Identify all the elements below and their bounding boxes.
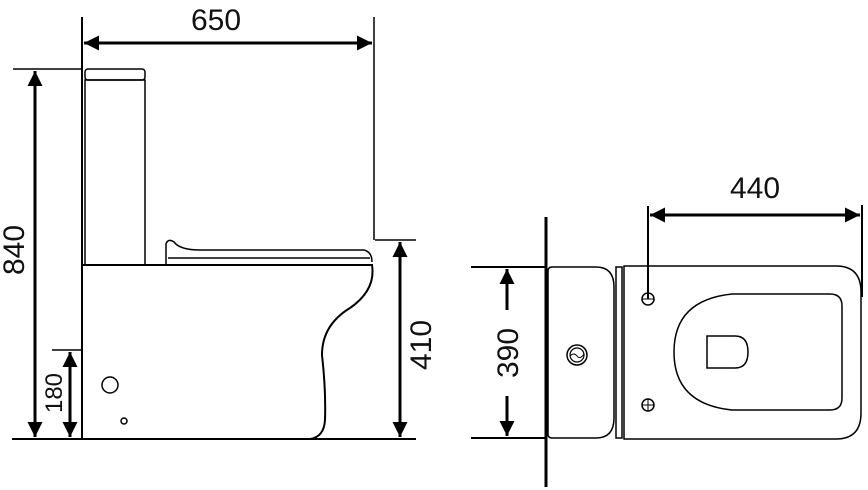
bowl-outlet (706, 335, 749, 369)
tank-lid (84, 68, 146, 81)
dimension-label-410: 410 (405, 320, 438, 370)
seat-hinge-strip (615, 266, 623, 439)
tank-top (547, 266, 615, 439)
top-view: 390 440 (471, 172, 863, 487)
seat-opening (673, 293, 843, 411)
dimension-label-440: 440 (730, 172, 780, 205)
side-view: 650 840 180 410 (0, 4, 438, 440)
dimension-label-650: 650 (191, 4, 241, 37)
tank (84, 79, 146, 266)
fixing-hole (120, 417, 128, 425)
flush-button-icon (566, 344, 588, 366)
dimension-label-840: 840 (0, 225, 31, 275)
bowl-body (82, 264, 374, 440)
bowl-top (623, 265, 862, 440)
dimension-label-390: 390 (492, 328, 525, 378)
outlet-circle (101, 376, 119, 394)
seat-fixing-hole-bottom (641, 398, 655, 412)
toilet-seat (165, 239, 373, 264)
dimension-label-180: 180 (41, 373, 68, 413)
